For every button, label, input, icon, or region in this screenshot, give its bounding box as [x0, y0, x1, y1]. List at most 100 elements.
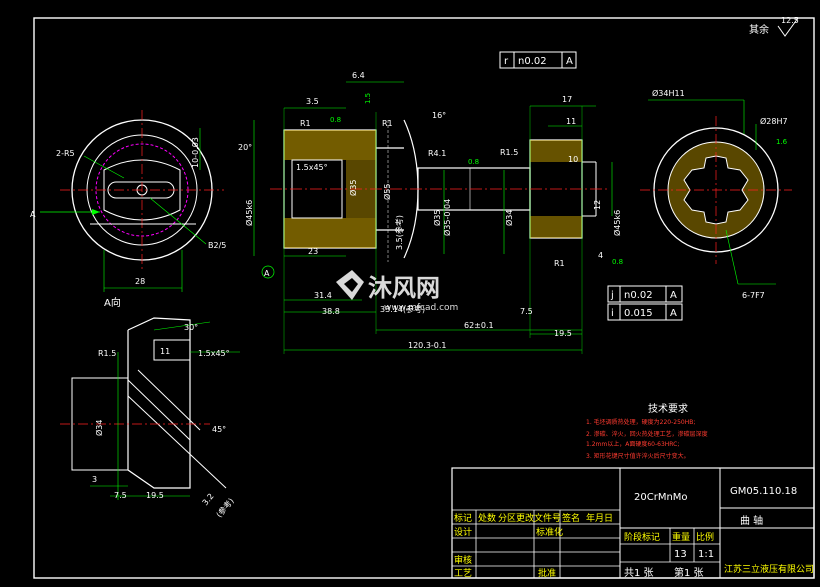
- process-label: 工艺: [454, 568, 472, 579]
- main-dim-17: 17: [562, 95, 572, 104]
- notes-item-1: 2. 渗碳、淬火，回火热处理工艺，渗碳层深度: [586, 430, 708, 438]
- weight-label: 重量: [672, 531, 690, 543]
- right-dim-2: 1.6: [776, 138, 788, 146]
- main-dim-21: Ø34: [504, 210, 514, 226]
- left-dim-0: 2-R5: [56, 149, 75, 158]
- main-dim-33: 120.3-0.1: [408, 341, 447, 350]
- main-dim-23: Ø45k6: [612, 210, 622, 236]
- design-label: 设计: [454, 526, 472, 538]
- detail-dim-7: 7.5: [114, 491, 127, 500]
- right-dim-1: Ø28H7: [760, 116, 788, 126]
- scale-value: 1:1: [698, 549, 714, 560]
- main-dim-28: 38.8: [322, 307, 340, 316]
- scale-label: 比例: [696, 531, 714, 543]
- tolerance-i-value: 0.015: [624, 308, 653, 319]
- watermark: [336, 270, 364, 300]
- tolerance-frame-j: [607, 285, 683, 321]
- tolerance-r-value: n0.02: [518, 56, 547, 67]
- tolerance-i-datum: A: [670, 308, 677, 319]
- detail-view-a: [60, 317, 240, 500]
- main-section-view: [253, 81, 613, 354]
- main-dim-3: R1: [300, 119, 311, 128]
- main-dim-2: 1.5: [364, 93, 372, 104]
- section-mark-label: A: [264, 269, 270, 278]
- left-dim-2: B2/5: [208, 241, 226, 250]
- standardization-label: 标准化: [536, 526, 563, 538]
- tolerance-j-datum: A: [670, 290, 677, 301]
- detail-dim-9: 3.2: [201, 492, 216, 508]
- main-dim-4: 0.8: [330, 116, 341, 124]
- main-dim-24: R1: [554, 259, 565, 268]
- right-dim-3: 6-7F7: [742, 291, 765, 300]
- main-dim-20: Ø35: [432, 210, 442, 226]
- main-dim-9: Ø45k6: [244, 200, 254, 226]
- part-name: 曲 轴: [740, 514, 763, 527]
- main-dim-7: 20°: [238, 143, 252, 152]
- main-dim-0: 6.4: [352, 71, 365, 80]
- main-dim-13: 3.5(参考): [394, 215, 404, 250]
- main-dim-25: 4: [598, 251, 603, 260]
- material: 20CrMnMo: [634, 492, 688, 503]
- main-dim-29: 33.14(参考): [380, 304, 425, 314]
- main-dim-5: 16°: [432, 111, 446, 120]
- sheet-border: [33, 17, 815, 579]
- main-dim-27: 31.4: [314, 291, 332, 300]
- tolerance-i-symbol: i: [611, 308, 614, 319]
- detail-dim-3: 1.5x45°: [198, 349, 230, 358]
- left-end-view: [60, 110, 224, 292]
- main-dim-19: 10: [568, 155, 578, 164]
- main-dim-22: 12: [593, 200, 602, 210]
- detail-dim-8: 19.5: [146, 491, 164, 500]
- drawing-number: GM05.110.18: [730, 486, 797, 497]
- right-dim-0: Ø34H11: [652, 88, 685, 98]
- main-dim-26: 0.8: [612, 258, 623, 266]
- tolerance-frame-r: [499, 51, 577, 69]
- review-label: 审核: [454, 554, 472, 566]
- notes-item-0: 1. 毛坯调质热处理，硬度为220-250HB;: [586, 418, 695, 426]
- main-dim-31: 62±0.1: [464, 321, 494, 330]
- notes-title: 技术要求: [648, 402, 688, 415]
- main-dim-6: R1: [382, 119, 393, 128]
- detail-dim-2: 11: [160, 347, 170, 356]
- detail-dim-4: 45°: [212, 425, 226, 434]
- main-dim-1: 3.5: [306, 97, 319, 106]
- detail-dim-6: 3: [92, 475, 97, 484]
- view-a-label: A向: [104, 296, 121, 309]
- sheets-total: 共1 张: [624, 567, 654, 579]
- main-dim-14: R4.1: [428, 149, 446, 158]
- approve-label: 批准: [538, 567, 556, 579]
- detail-dim-10: (参考): [214, 496, 236, 519]
- row-label-5: 年月日: [586, 512, 613, 524]
- main-dim-18: 11: [566, 117, 576, 126]
- tolerance-j-value: n0.02: [624, 290, 653, 301]
- detail-dim-1: R1.5: [98, 349, 116, 358]
- sheet-number: 第1 张: [674, 566, 704, 579]
- row-label-4: 签名: [562, 512, 580, 524]
- section-a-label: A: [30, 210, 36, 219]
- notes-item-2: 1.2mm以上，A面硬度60-63HRC;: [586, 440, 679, 448]
- main-dim-15: 0.8: [468, 158, 479, 166]
- left-dim-1: 10-0.03: [191, 137, 200, 168]
- company-name: 江苏三立液压有限公司: [724, 563, 814, 575]
- row-label-2: 分区: [498, 513, 516, 524]
- weight-value: 13: [674, 549, 687, 560]
- tolerance-r-datum: A: [566, 56, 573, 67]
- right-end-view: [640, 99, 792, 285]
- surface-finish-value: 12.5: [781, 16, 799, 25]
- main-dim-11: 23: [308, 247, 318, 256]
- watermark-url: www.mfcad.com: [384, 303, 458, 313]
- row-label-3: 更改文件号: [516, 512, 561, 524]
- detail-dim-0: 30°: [184, 323, 198, 332]
- main-dim-16: R1.5: [500, 148, 518, 157]
- surface-finish-icon: [777, 17, 799, 37]
- main-dim-30: 7.5: [520, 307, 533, 316]
- row-label-1: 处数: [478, 512, 496, 524]
- stage-mark-label: 阶段标记: [624, 531, 660, 543]
- tolerance-j-symbol: j: [610, 290, 614, 301]
- title-block: [451, 467, 815, 579]
- notes-item-3: 3. 矩形花键尺寸值许淬火后尺寸变大。: [586, 452, 690, 460]
- main-dim-32: 19.5: [554, 329, 572, 338]
- watermark-brand: 沐风网: [368, 274, 440, 302]
